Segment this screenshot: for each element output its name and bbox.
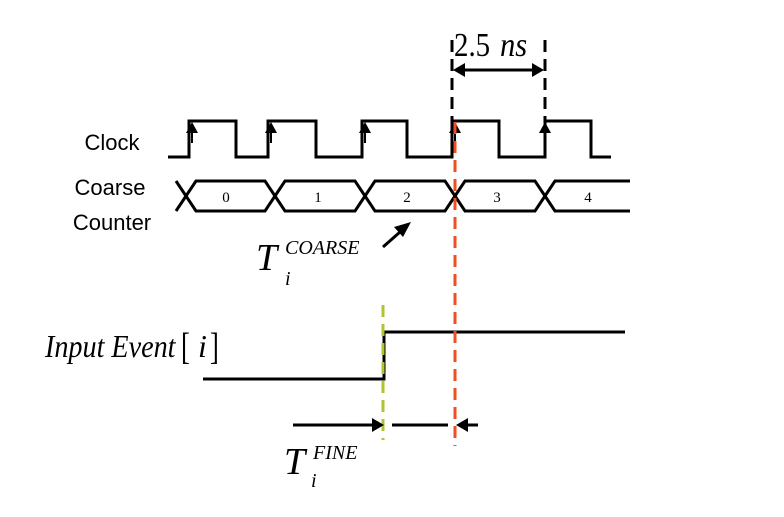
counter-value-0: 0 [222,190,230,206]
counter-value-3: 3 [493,190,501,206]
t-fine-label: T i FINE [284,441,357,492]
input-event-waveform [203,330,625,381]
input-event-text: Input Event [44,328,176,364]
counter-value-2: 2 [403,190,411,206]
t-fine-main: T [284,441,308,483]
coarse-counter-bus [174,179,630,213]
counter-value-4: 4 [584,190,592,206]
period-unit: ns [500,26,527,64]
t-coarse-pointer-arrow [382,222,411,249]
coarse-counter-label-line2: Counter [73,210,151,235]
clock-period-bracket [450,40,547,120]
fine-interval-arrows [293,418,478,432]
input-event-index: i [198,328,207,364]
input-event-right-bracket: ] [210,327,219,369]
period-value: 2.5 [454,26,490,64]
t-coarse-superscript: COARSE [285,237,359,259]
t-fine-superscript: FINE [312,442,357,464]
coarse-counter-label-line1: Coarse [75,175,146,200]
counter-value-1: 1 [314,190,322,206]
input-event-label: Input Event [ i ] [44,327,219,369]
t-coarse-subscript: i [285,268,291,290]
t-coarse-main: T [256,237,280,279]
clock-label: Clock [84,130,140,155]
rising-edge-arrows [186,122,551,143]
input-event-left-bracket: [ [181,327,190,369]
t-fine-subscript: i [311,470,317,492]
t-coarse-label: T i COARSE [256,237,359,290]
